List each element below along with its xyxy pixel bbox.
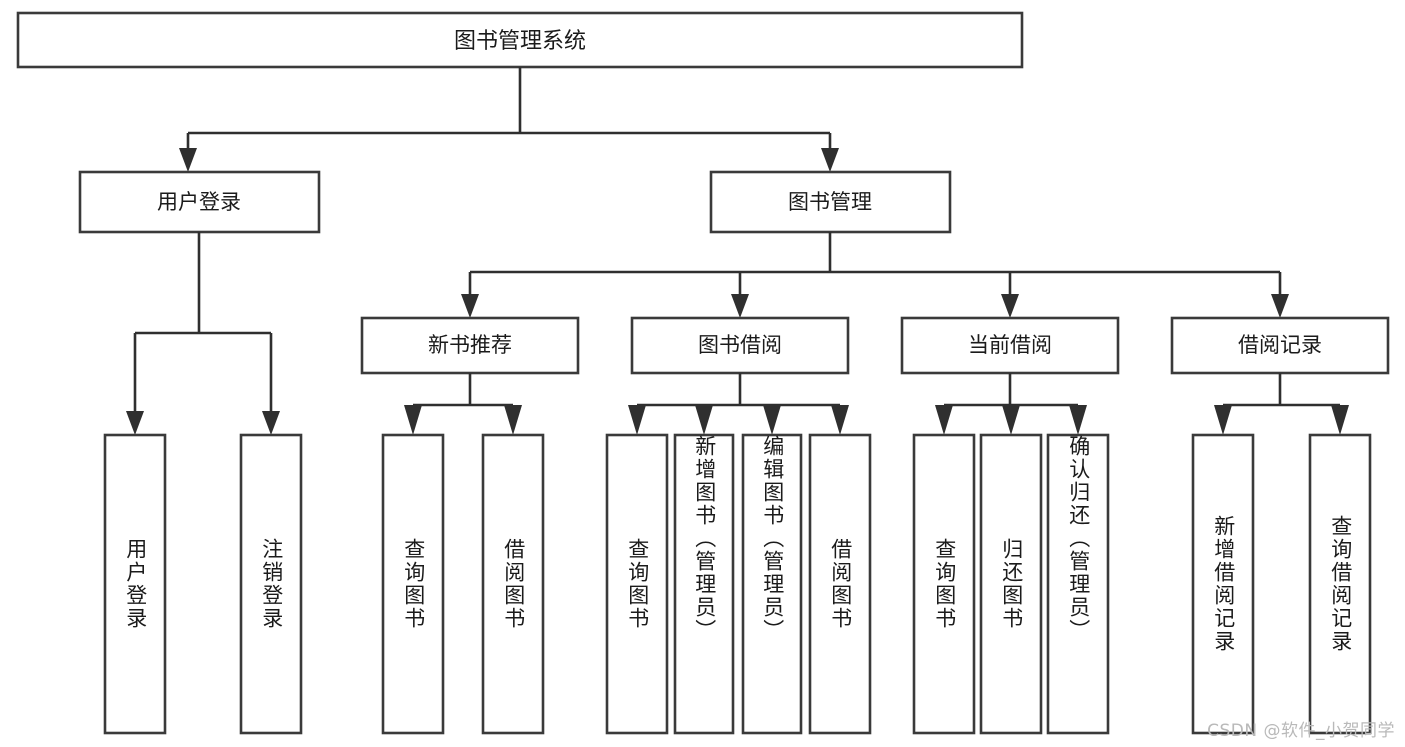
leaf-box-query-book-3[interactable] <box>912 433 976 735</box>
borrow-record-label: 借阅记录 <box>1238 333 1322 357</box>
root-label: 图书管理系统 <box>454 29 586 54</box>
arrow-to-user-login <box>179 148 197 172</box>
book-manage-label: 图书管理 <box>788 190 872 214</box>
new-book-recommend-box[interactable] <box>360 316 580 375</box>
arrow-to-leaf-user-login <box>126 411 144 435</box>
connector-current-borrow-to-leaves <box>935 373 1087 435</box>
connector-new-book-recommend-to-leaves <box>404 373 522 435</box>
leaf-box-add-record[interactable] <box>1191 433 1255 735</box>
leaf-box-query-book-2[interactable] <box>605 433 669 735</box>
arrow-to-book-manage <box>821 148 839 172</box>
node-book-manage[interactable]: 图书管理 <box>709 170 952 234</box>
connector-book-manage-to-level3 <box>461 232 1289 318</box>
leaf-box-user-login[interactable] <box>103 433 167 735</box>
current-borrow-label: 当前借阅 <box>968 333 1052 357</box>
node-book-borrow[interactable]: 图书借阅 <box>630 316 850 375</box>
leaf-box-borrow-book-2[interactable] <box>808 433 872 735</box>
connector-borrow-record-to-leaves <box>1214 373 1349 435</box>
book-borrow-label: 图书借阅 <box>698 333 782 357</box>
node-current-borrow[interactable]: 当前借阅 <box>900 316 1120 375</box>
connector-root-to-level2 <box>179 67 839 172</box>
leaf-box-return-book[interactable] <box>979 433 1043 735</box>
user-login-label: 用户登录 <box>157 190 241 214</box>
root-box[interactable] <box>16 11 1024 69</box>
leaf-box-edit-book[interactable] <box>741 433 803 735</box>
node-root[interactable]: 图书管理系统 <box>16 11 1024 69</box>
leaf-box-borrow-book-1[interactable] <box>481 433 545 735</box>
watermark-text: CSDN @软件_小贺同学 <box>1207 721 1395 741</box>
connector-user-login-to-leaves <box>126 232 280 435</box>
arrow-to-book-borrow <box>731 294 749 318</box>
node-user-login[interactable]: 用户登录 <box>78 170 321 234</box>
new-book-recommend-label: 新书推荐 <box>428 333 512 357</box>
leaf-box-query-record[interactable] <box>1308 433 1372 735</box>
node-borrow-record[interactable]: 借阅记录 <box>1170 316 1390 375</box>
arrow-to-current-borrow <box>1001 294 1019 318</box>
leaf-box-query-book-1[interactable] <box>381 433 445 735</box>
leaf-box-logout[interactable] <box>239 433 303 735</box>
current-borrow-box[interactable] <box>900 316 1120 375</box>
connector-book-borrow-to-leaves <box>628 373 849 435</box>
arrow-to-new-book-recommend <box>461 294 479 318</box>
leaf-box-add-book[interactable] <box>673 433 735 735</box>
arrow-to-leaf-logout <box>262 411 280 435</box>
node-new-book-recommend[interactable]: 新书推荐 <box>360 316 580 375</box>
arrow-to-borrow-record <box>1271 294 1289 318</box>
leaf-box-confirm-return[interactable] <box>1046 433 1110 735</box>
user-login-box[interactable] <box>78 170 321 234</box>
